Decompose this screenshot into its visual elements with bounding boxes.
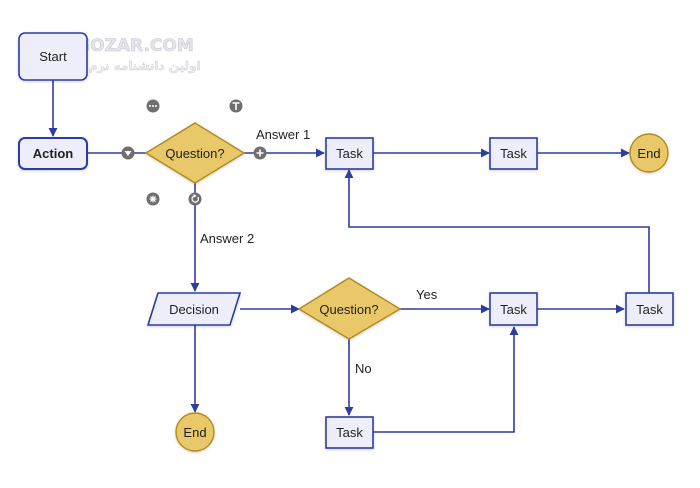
- node-task-4[interactable]: Task: [625, 292, 674, 326]
- node-question-2-label: Question?: [319, 302, 378, 317]
- node-task-2[interactable]: Task: [489, 137, 538, 170]
- node-task-1-label: Task: [336, 146, 363, 161]
- edge-task-5-task-3[interactable]: [373, 326, 519, 433]
- dropdown-icon[interactable]: [121, 146, 135, 160]
- node-action-label: Action: [33, 146, 74, 161]
- node-task-2-label: Task: [500, 146, 527, 161]
- node-start[interactable]: Start: [18, 32, 88, 81]
- edge-label-answer-2: Answer 2: [200, 231, 254, 246]
- rotate-icon[interactable]: [188, 192, 202, 206]
- edge-task-4-task-1[interactable]: [344, 169, 650, 293]
- node-task-1[interactable]: Task: [325, 137, 374, 170]
- connectors: [48, 80, 650, 433]
- edge-label-yes: Yes: [416, 287, 438, 302]
- node-task-5[interactable]: Task: [325, 416, 374, 449]
- node-decision[interactable]: Decision: [146, 292, 242, 326]
- node-question-2[interactable]: Question?: [297, 277, 402, 340]
- node-end-2[interactable]: End: [175, 412, 215, 452]
- node-end-2-label: End: [183, 425, 206, 440]
- settings-icon[interactable]: [146, 192, 160, 206]
- edge-label-no: No: [355, 361, 372, 376]
- text-icon[interactable]: [229, 99, 243, 113]
- more-icon[interactable]: [146, 99, 160, 113]
- node-end-1[interactable]: End: [629, 133, 669, 173]
- node-task-3[interactable]: Task: [489, 292, 538, 326]
- edge-label-answer-1: Answer 1: [256, 127, 310, 142]
- node-start-label: Start: [39, 49, 67, 64]
- node-task-3-label: Task: [500, 302, 527, 317]
- node-end-1-label: End: [637, 146, 660, 161]
- node-question-1[interactable]: Question?: [144, 122, 246, 184]
- node-decision-label: Decision: [169, 302, 219, 317]
- add-icon[interactable]: [253, 146, 267, 160]
- node-task-4-label: Task: [636, 302, 663, 317]
- node-action[interactable]: Action: [18, 137, 88, 170]
- node-question-1-label: Question?: [165, 146, 224, 161]
- node-task-5-label: Task: [336, 425, 363, 440]
